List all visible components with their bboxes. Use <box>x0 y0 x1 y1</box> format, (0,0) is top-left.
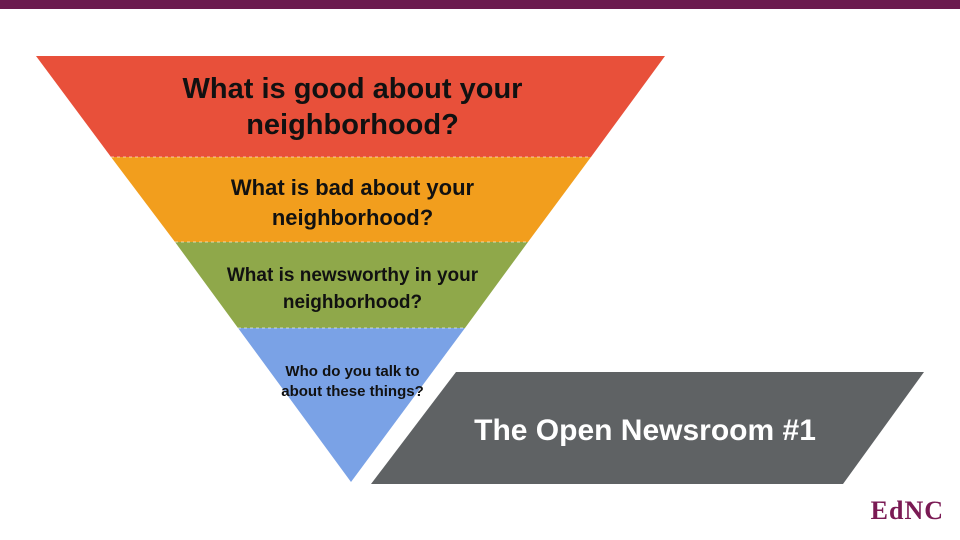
funnel-layer-1 <box>36 56 665 157</box>
top-accent-bar <box>0 0 960 9</box>
funnel-layer-2-label: What is bad about your neighborhood? <box>230 175 475 230</box>
ednc-logo: EdNC <box>870 496 944 525</box>
title-banner <box>371 372 924 484</box>
funnel-layer-2 <box>111 157 591 242</box>
funnel-layer-4-label: Who do you talk to about these things? <box>281 363 424 400</box>
funnel-layer-3 <box>175 242 528 328</box>
funnel-layer-1-label: What is good about your neighborhood? <box>182 73 523 141</box>
funnel-layer-3-label: What is newsworthy in your neighborhood? <box>226 265 479 313</box>
funnel-layer-4 <box>238 328 465 482</box>
banner-title: The Open Newsroom #1 <box>474 414 816 447</box>
